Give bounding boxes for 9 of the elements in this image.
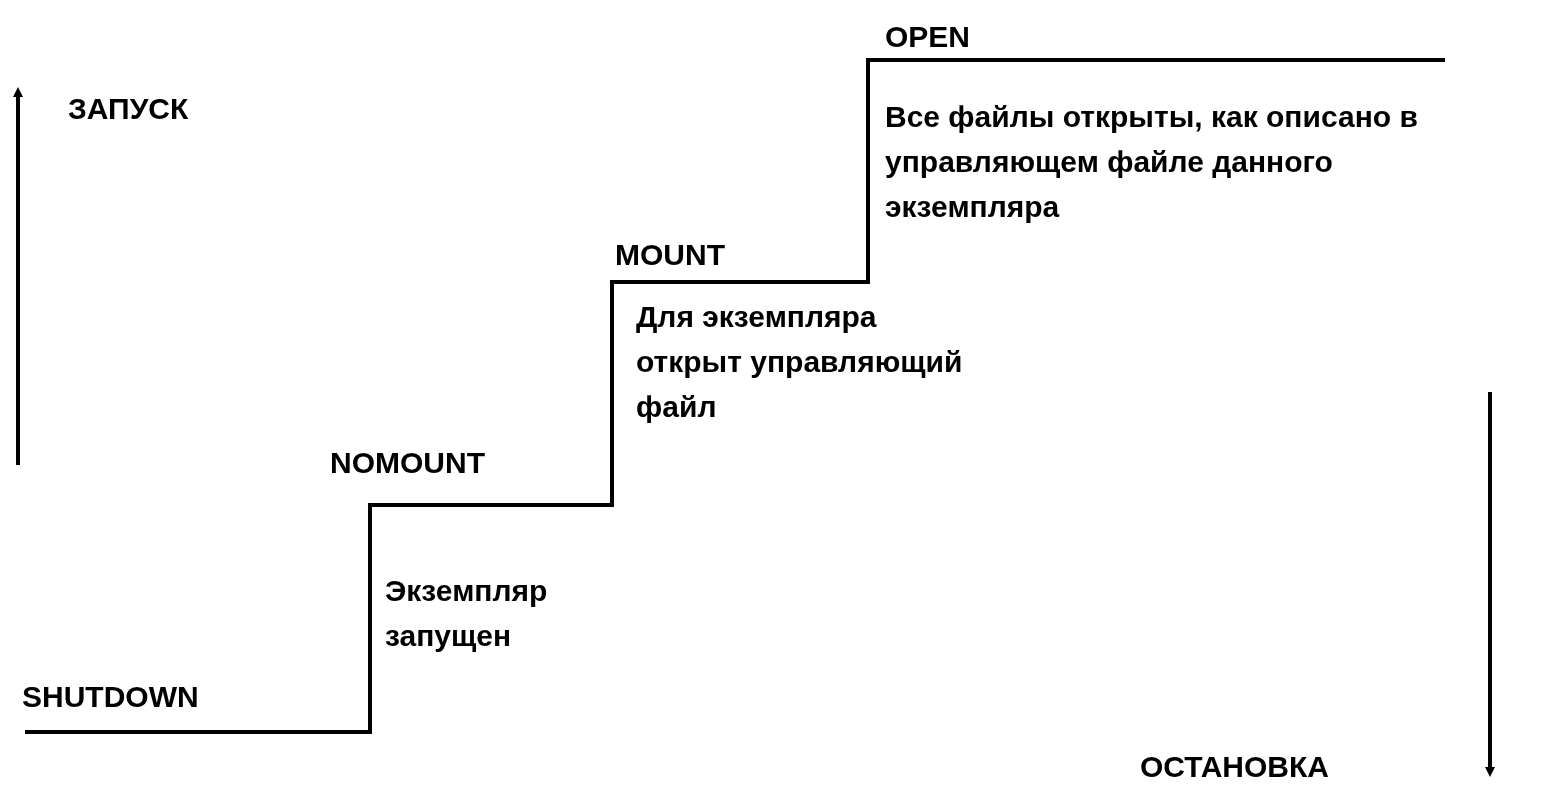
state-description: Для экземпляра открыт управляющий файл bbox=[636, 299, 964, 425]
state-description: Все файлы открыты, как описано в управляющем файле данного экземпляра bbox=[885, 99, 1419, 225]
state-label: NOMOUNT bbox=[330, 445, 486, 481]
state-label: SHUTDOWN bbox=[22, 679, 200, 715]
state-label: MOUNT bbox=[615, 237, 726, 273]
direction-label: ОСТАНОВКА bbox=[1140, 749, 1330, 785]
state-description: Экземпляр запущен bbox=[385, 573, 549, 654]
direction-label: ЗАПУСК bbox=[68, 91, 190, 127]
state-label: OPEN bbox=[885, 19, 972, 55]
